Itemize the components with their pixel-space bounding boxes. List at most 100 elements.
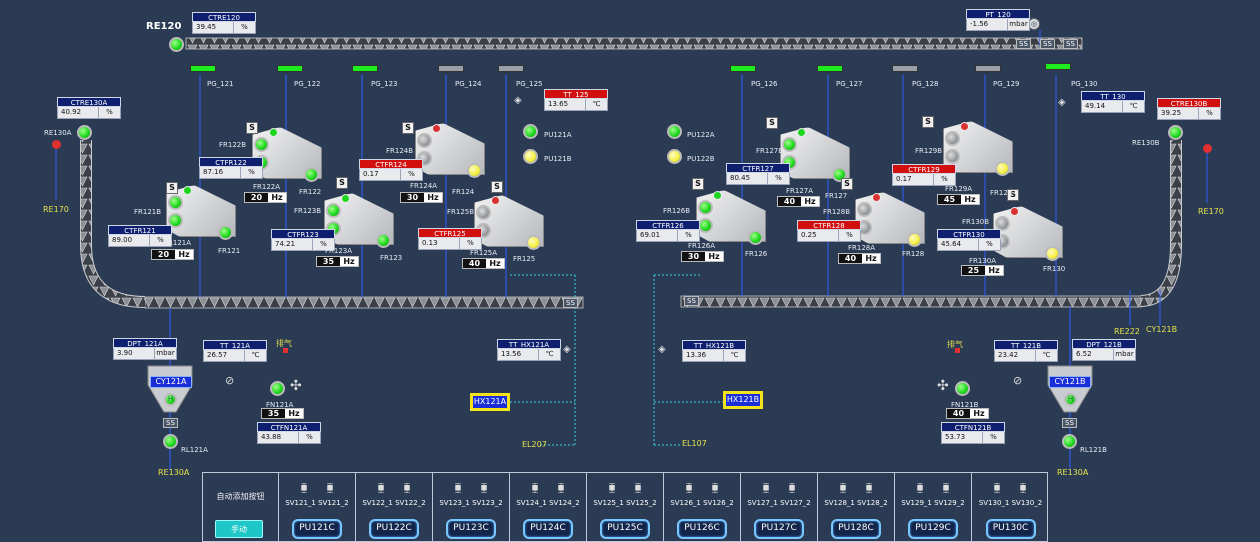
roller-b-lamp-fr125[interactable] [476, 205, 491, 220]
pg127-valve[interactable] [817, 65, 843, 72]
mode-s-fr122[interactable]: S [246, 122, 258, 134]
feed-lamp-fr121[interactable] [218, 225, 233, 240]
pump-button-125[interactable]: PU125C [600, 519, 650, 539]
fn121b-lamp[interactable] [955, 381, 970, 396]
pg126-valve[interactable] [730, 65, 756, 72]
feed-lamp-fr129[interactable] [995, 161, 1010, 176]
pu121a-lamp[interactable] [523, 124, 538, 139]
pump-button-122[interactable]: PU122C [369, 519, 419, 539]
cy121b-label[interactable]: CY121B [1049, 376, 1091, 388]
roller-a-lamp-fr126[interactable] [698, 218, 713, 233]
pump-button-129[interactable]: PU129C [908, 519, 958, 539]
fn121a-lamp[interactable] [270, 381, 285, 396]
roller-b-lamp-fr128[interactable] [857, 202, 872, 217]
solenoid-valve-icon[interactable]: ⧯ [839, 481, 847, 494]
manual-button[interactable]: 手动 [215, 520, 263, 538]
feed-lamp-fr126[interactable] [748, 230, 763, 245]
solenoid-valve-icon[interactable]: ⧯ [377, 481, 385, 494]
roller-a-lamp-fr129[interactable] [945, 149, 960, 164]
solenoid-valve-icon[interactable]: ⧯ [403, 481, 411, 494]
pg122-valve[interactable] [277, 65, 303, 72]
mode-s-fr123[interactable]: S [336, 177, 348, 189]
solenoid-valve-icon[interactable]: ⧯ [480, 481, 488, 494]
pg128-valve[interactable] [892, 65, 918, 72]
feed-lamp-fr130[interactable] [1045, 246, 1060, 261]
hx121b-box[interactable]: HX121B [723, 391, 763, 409]
pump-button-121[interactable]: PU121C [292, 519, 342, 539]
pg130-valve[interactable] [1045, 63, 1071, 70]
pu122b-lamp[interactable] [667, 149, 682, 164]
pu122a-lamp[interactable] [667, 124, 682, 139]
pg125-valve[interactable] [498, 65, 524, 72]
pg121-valve[interactable] [190, 65, 216, 72]
re130b-lamp[interactable] [1168, 125, 1183, 140]
re120-status-lamp[interactable] [169, 37, 184, 52]
solenoid-valve-icon[interactable]: ⧯ [1019, 481, 1027, 494]
feed-lamp-fr128[interactable] [907, 232, 922, 247]
solenoid-valve-icon[interactable]: ⧯ [454, 481, 462, 494]
cy121a-h-lamp[interactable]: H [164, 393, 177, 406]
roller-a-lamp-fr121[interactable] [168, 213, 183, 228]
solenoid-valve-icon[interactable]: ⧯ [942, 481, 950, 494]
mode-s-fr126[interactable]: S [692, 178, 704, 190]
pump-button-123[interactable]: PU123C [446, 519, 496, 539]
feed-lamp-fr124[interactable] [467, 163, 482, 178]
solenoid-valve-icon[interactable]: ⧯ [608, 481, 616, 494]
roller-b-lamp-fr123[interactable] [326, 203, 341, 218]
mode-s-fr127[interactable]: S [766, 117, 778, 129]
mode-s-fr130[interactable]: S [1007, 189, 1019, 201]
rl121a-lamp[interactable] [163, 434, 178, 449]
solenoid-valve-icon[interactable]: ⧯ [788, 481, 796, 494]
roller-b-lamp-fr124[interactable] [417, 133, 432, 148]
pg123-valve[interactable] [352, 65, 378, 72]
roller-b-lamp-fr121[interactable] [168, 195, 183, 210]
solenoid-valve-icon[interactable]: ⧯ [993, 481, 1001, 494]
pu121b-lamp[interactable] [523, 149, 538, 164]
mode-s-fr128[interactable]: S [841, 178, 853, 190]
solenoid-valve-icon[interactable]: ⧯ [711, 481, 719, 494]
pump-button-127[interactable]: PU127C [754, 519, 804, 539]
roller-b-lamp-fr130[interactable] [995, 216, 1010, 231]
roller-b-lamp-fr122[interactable] [254, 137, 269, 152]
pump-button-130[interactable]: PU130C [985, 519, 1036, 539]
cy121b-h-lamp[interactable]: H [1064, 393, 1077, 406]
mode-s-fr129[interactable]: S [922, 116, 934, 128]
mode-s-fr121[interactable]: S [166, 182, 178, 194]
mode-s-fr125[interactable]: S [491, 181, 503, 193]
mode-s-fr124[interactable]: S [402, 122, 414, 134]
cy121a-label[interactable]: CY121A [150, 376, 192, 388]
solenoid-valve-icon[interactable]: ⧯ [865, 481, 873, 494]
pump-button-124[interactable]: PU124C [523, 519, 573, 539]
pg129-valve[interactable] [975, 65, 1001, 72]
rl121b-lamp[interactable] [1062, 434, 1077, 449]
